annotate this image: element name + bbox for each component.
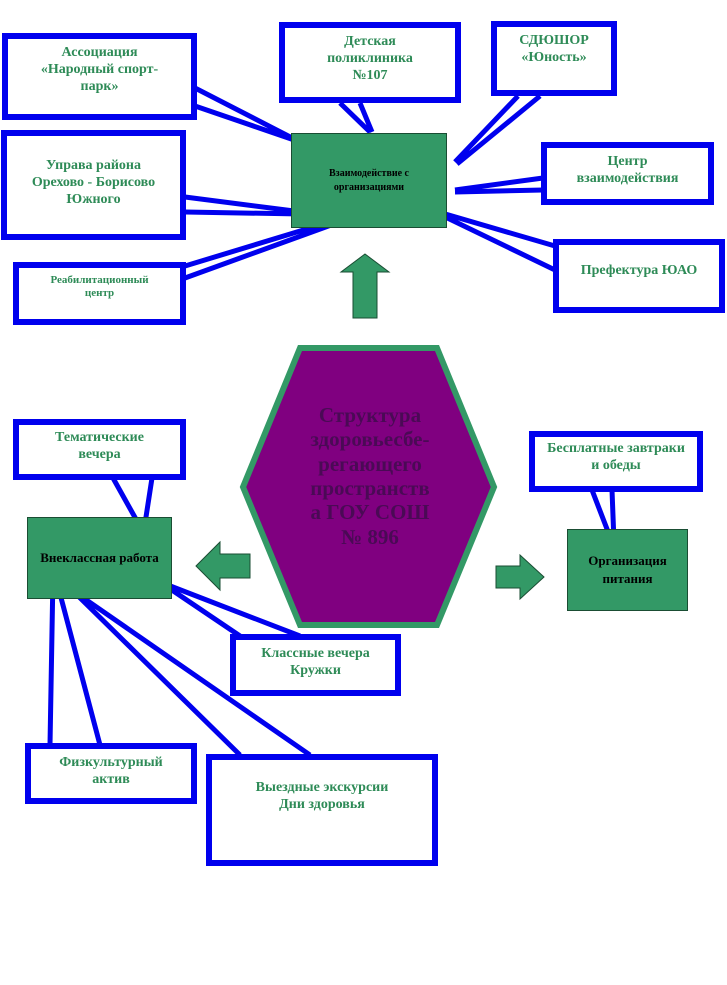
center-title: Структура здоровьесбе- регающего простра… — [290, 403, 450, 549]
center-hexagon — [239, 345, 498, 628]
connector-excursions — [70, 587, 312, 758]
callout-interaction-center: Центр взаимодействия — [541, 142, 714, 205]
callout-excursions: Выездные экскурсии Дни здоровья — [206, 754, 438, 866]
connector-class-evenings — [158, 579, 301, 639]
connector-sport-activists — [47, 574, 103, 746]
center-title-line: регающего — [318, 451, 422, 476]
connector-clinic — [338, 101, 375, 134]
node-extracurricular: Внеклассная работа — [27, 517, 172, 599]
callout-district-council: Управа района Орехово - Борисово Южного — [1, 130, 186, 240]
callout-thematic-evenings: Тематические вечера — [13, 419, 186, 480]
callout-rehab-center: Реабилитационный центр — [13, 262, 186, 325]
center-title-line: здоровьесбе- — [310, 427, 430, 452]
center-title-line: а ГОУ СОШ — [310, 500, 430, 525]
right-arrow — [495, 553, 545, 601]
node-extracurricular-label: Внеклассная работа — [40, 549, 159, 565]
node-interaction-label: Взаимодействие с организациями — [329, 167, 409, 193]
callout-sport-school: СДЮШОР «Юность» — [491, 21, 617, 96]
connector-association — [193, 85, 302, 145]
center-title-line: пространств — [310, 476, 430, 501]
callout-class-evenings: Классные вечера Кружки — [230, 634, 401, 696]
left-arrow — [195, 540, 251, 592]
connector-sport-school — [453, 94, 542, 166]
callout-sport-activists: Физкультурный актив — [25, 743, 197, 804]
connector-prefecture — [434, 208, 557, 273]
connector-interaction-center — [454, 175, 544, 195]
callout-association: Ассоциация «Народный спорт-парк» — [2, 33, 197, 120]
node-interaction: Взаимодействие с организациями — [291, 133, 447, 228]
callout-free-meals: Бесплатные завтраки и обеды — [529, 431, 703, 492]
callout-clinic: Детская поликлиника №107 — [279, 22, 461, 103]
node-nutrition: Организация питания — [567, 529, 688, 611]
center-title-line: Структура — [318, 403, 422, 427]
center-title-line: № 896 — [341, 524, 399, 549]
node-nutrition-label: Организация питания — [588, 552, 667, 586]
up-arrow — [339, 253, 391, 319]
connector-district-council — [184, 194, 303, 217]
callout-prefecture: Префектура ЮАО — [553, 239, 725, 313]
